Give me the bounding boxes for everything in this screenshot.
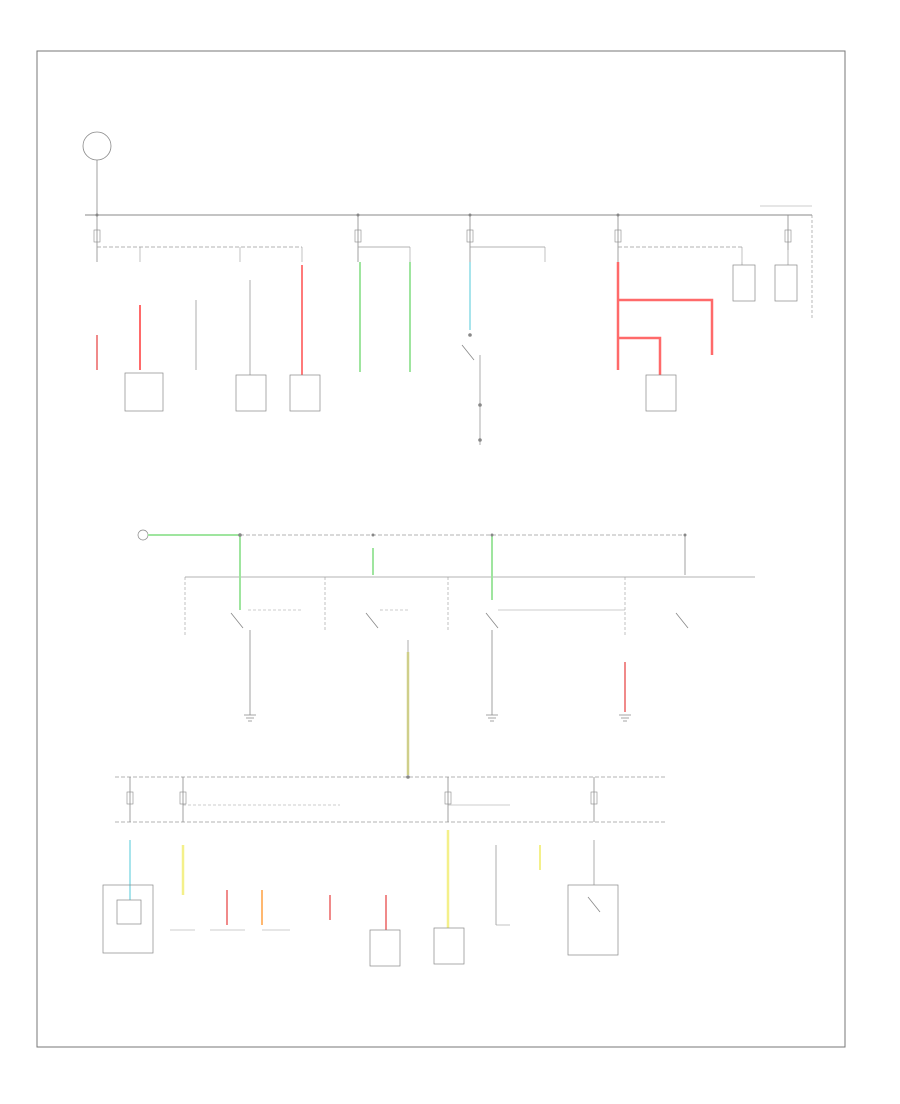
bottom-fuses bbox=[126, 777, 598, 822]
ground-symbol-1 bbox=[244, 714, 256, 722]
left-door-source bbox=[137, 529, 240, 541]
components-row3 bbox=[102, 840, 619, 967]
ground-symbols-mid bbox=[244, 714, 631, 722]
bottom-fuse-2 bbox=[179, 791, 187, 805]
ground-symbol-3 bbox=[619, 714, 631, 722]
junction-dots bbox=[95, 213, 687, 779]
battery-junction-symbol bbox=[82, 131, 112, 161]
red-wire-k bbox=[618, 336, 662, 375]
diagram-border bbox=[36, 50, 846, 1048]
module-box-4 bbox=[645, 374, 677, 412]
components-row1 bbox=[124, 250, 798, 445]
red-wire-j bbox=[618, 298, 714, 355]
bottom-module-4 bbox=[567, 884, 619, 956]
bottom-module-1-inner bbox=[116, 899, 142, 925]
fuse-symbol-4 bbox=[614, 229, 622, 243]
window-switch-1 bbox=[230, 612, 244, 629]
fuse-symbol-2 bbox=[354, 229, 362, 243]
bottom-fuse-1 bbox=[126, 791, 134, 805]
fuse-drops bbox=[93, 215, 792, 262]
ground-symbol-2 bbox=[486, 714, 498, 722]
bottom-fuse-3 bbox=[444, 791, 452, 805]
window-switch-2 bbox=[365, 612, 379, 629]
bottom-module-1 bbox=[102, 884, 154, 954]
module-box-1 bbox=[124, 372, 164, 412]
switch-arm-1 bbox=[461, 344, 475, 361]
bottom-switch bbox=[587, 896, 601, 913]
bottom-fuse-4 bbox=[590, 791, 598, 805]
branch-drops-row1 bbox=[139, 247, 546, 262]
module-box-3 bbox=[289, 374, 321, 412]
window-switch-4 bbox=[675, 612, 689, 629]
module-box-2 bbox=[235, 374, 267, 412]
window-switches bbox=[230, 609, 689, 629]
relay-box-2 bbox=[774, 264, 798, 302]
fuse-symbol-5 bbox=[784, 229, 792, 243]
window-switch-3 bbox=[485, 612, 499, 629]
bottom-module-3 bbox=[433, 927, 465, 965]
fuse-symbol-3 bbox=[466, 229, 474, 243]
fuse-symbol-1 bbox=[93, 229, 101, 243]
connector-c1 bbox=[137, 529, 149, 541]
battery-source bbox=[82, 131, 112, 215]
relay-box-1 bbox=[732, 264, 756, 302]
bottom-module-2 bbox=[369, 929, 401, 967]
